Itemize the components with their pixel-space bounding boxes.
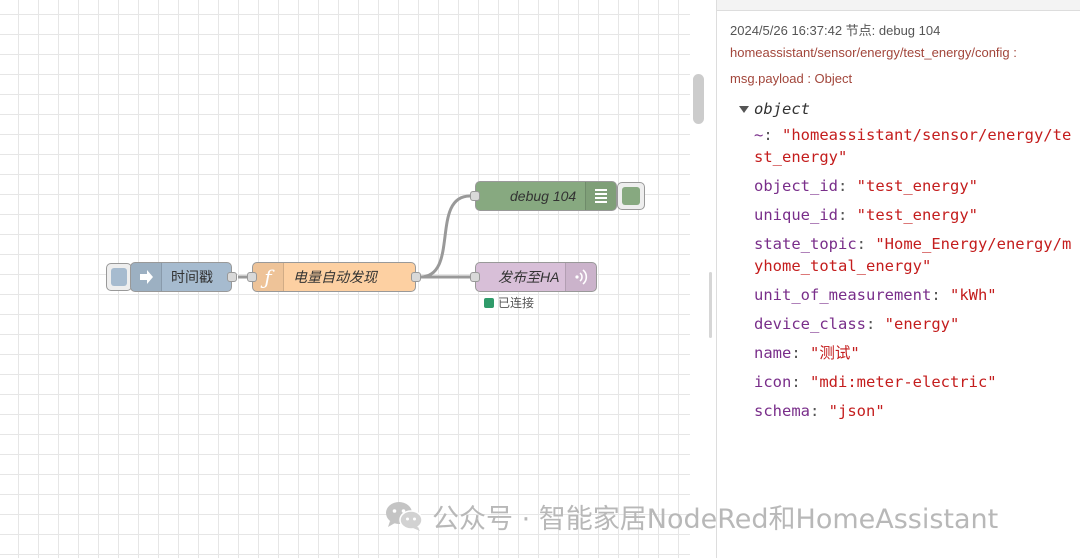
property-row[interactable]: unit_of_measurement: "kWh"	[754, 286, 997, 304]
property-value: "kWh"	[949, 286, 997, 304]
watermark: 公众号 · 智能家居NodeRed和HomeAssistant	[384, 497, 998, 535]
property-key: schema	[754, 402, 810, 420]
debug-input-port[interactable]	[470, 191, 480, 201]
wechat-icon	[386, 502, 423, 531]
wire-function-to-debug	[419, 194, 471, 279]
caret-down-icon	[739, 105, 749, 113]
property-value: "测试"	[810, 344, 860, 362]
mqtt-status: 已连接	[484, 294, 534, 311]
list-icon	[585, 182, 616, 210]
property-value: "json"	[828, 402, 885, 420]
property-value: "homeassistant/sensor/energy/test_energy…	[754, 126, 1072, 166]
property-row[interactable]: schema: "json"	[754, 402, 885, 420]
property-key: name	[754, 344, 792, 362]
mqtt-input-port[interactable]	[470, 272, 480, 282]
workspace-vertical-scrollbar[interactable]	[693, 74, 704, 124]
debug-sidebar-header	[717, 0, 1080, 11]
property-key: ~	[754, 126, 764, 144]
broadcast-icon	[565, 263, 596, 291]
debug-message-topic[interactable]: homeassistant/sensor/energy/test_energy/…	[730, 45, 1017, 60]
function-input-port[interactable]	[247, 272, 257, 282]
inject-output-port[interactable]	[227, 272, 237, 282]
property-key: state_topic	[754, 235, 857, 253]
debug-toggle-button[interactable]	[617, 182, 645, 210]
debug-sidebar: 2024/5/26 16:37:42 节点: debug 104 homeass…	[716, 0, 1080, 558]
function-output-port[interactable]	[411, 272, 421, 282]
watermark-text: 公众号 · 智能家居NodeRed和HomeAssistant	[432, 503, 999, 535]
property-key: unit_of_measurement	[754, 286, 932, 304]
inject-trigger-button[interactable]	[106, 263, 132, 291]
inject-node-label: 时间戳	[171, 269, 213, 285]
function-icon: ƒ	[253, 263, 284, 291]
debug-toggle-button-face	[622, 187, 640, 205]
arrow-in-icon	[131, 263, 162, 291]
mqtt-node-label: 发布至HA	[498, 269, 560, 285]
debug-node[interactable]: debug 104	[470, 181, 617, 211]
property-key: device_class	[754, 315, 866, 333]
flow-workspace[interactable]: 时间戳 ƒ 电量自动发现 debug 104 发布至HA	[0, 0, 690, 558]
property-value: "energy"	[884, 315, 960, 333]
property-value: "test_energy"	[856, 177, 978, 195]
property-value: "mdi:meter-electric"	[810, 373, 997, 391]
property-row[interactable]: unique_id: "test_energy"	[754, 206, 978, 224]
inject-node[interactable]: 时间戳	[130, 262, 237, 292]
property-value: "Home_Energy/energy/myhome_total_energy"	[754, 235, 1072, 275]
mqtt-status-text: 已连接	[498, 296, 535, 310]
property-row[interactable]: device_class: "energy"	[754, 315, 960, 333]
property-row[interactable]: icon: "mdi:meter-electric"	[754, 373, 997, 391]
flow-wires	[238, 194, 471, 279]
object-toggle[interactable]: object	[739, 98, 810, 120]
function-node-label: 电量自动发现	[293, 269, 377, 285]
debug-message-payload-type: msg.payload : Object	[730, 71, 853, 86]
property-key: unique_id	[754, 206, 838, 224]
property-key: object_id	[754, 177, 838, 195]
debug-node-label: debug 104	[510, 188, 577, 204]
property-row[interactable]: state_topic: "Home_Energy/energy/myhome_…	[754, 235, 1072, 275]
object-type-label: object	[754, 100, 810, 118]
property-row[interactable]: object_id: "test_energy"	[754, 177, 978, 195]
status-dot-icon	[484, 297, 494, 308]
property-row[interactable]: ~: "homeassistant/sensor/energy/test_ene…	[754, 126, 1072, 166]
property-key: icon	[754, 373, 792, 391]
property-row[interactable]: name: "测试"	[754, 344, 860, 362]
debug-message-timestamp: 2024/5/26 16:37:42 节点: debug 104	[730, 23, 941, 38]
mqtt-out-node[interactable]: 发布至HA	[470, 262, 597, 292]
property-value: "test_energy"	[856, 206, 978, 224]
function-node[interactable]: ƒ 电量自动发现	[247, 262, 421, 292]
inject-trigger-button-face	[111, 268, 127, 286]
object-properties: ~: "homeassistant/sensor/energy/test_ene…	[754, 124, 1074, 429]
sidebar-resize-handle[interactable]	[709, 272, 712, 338]
